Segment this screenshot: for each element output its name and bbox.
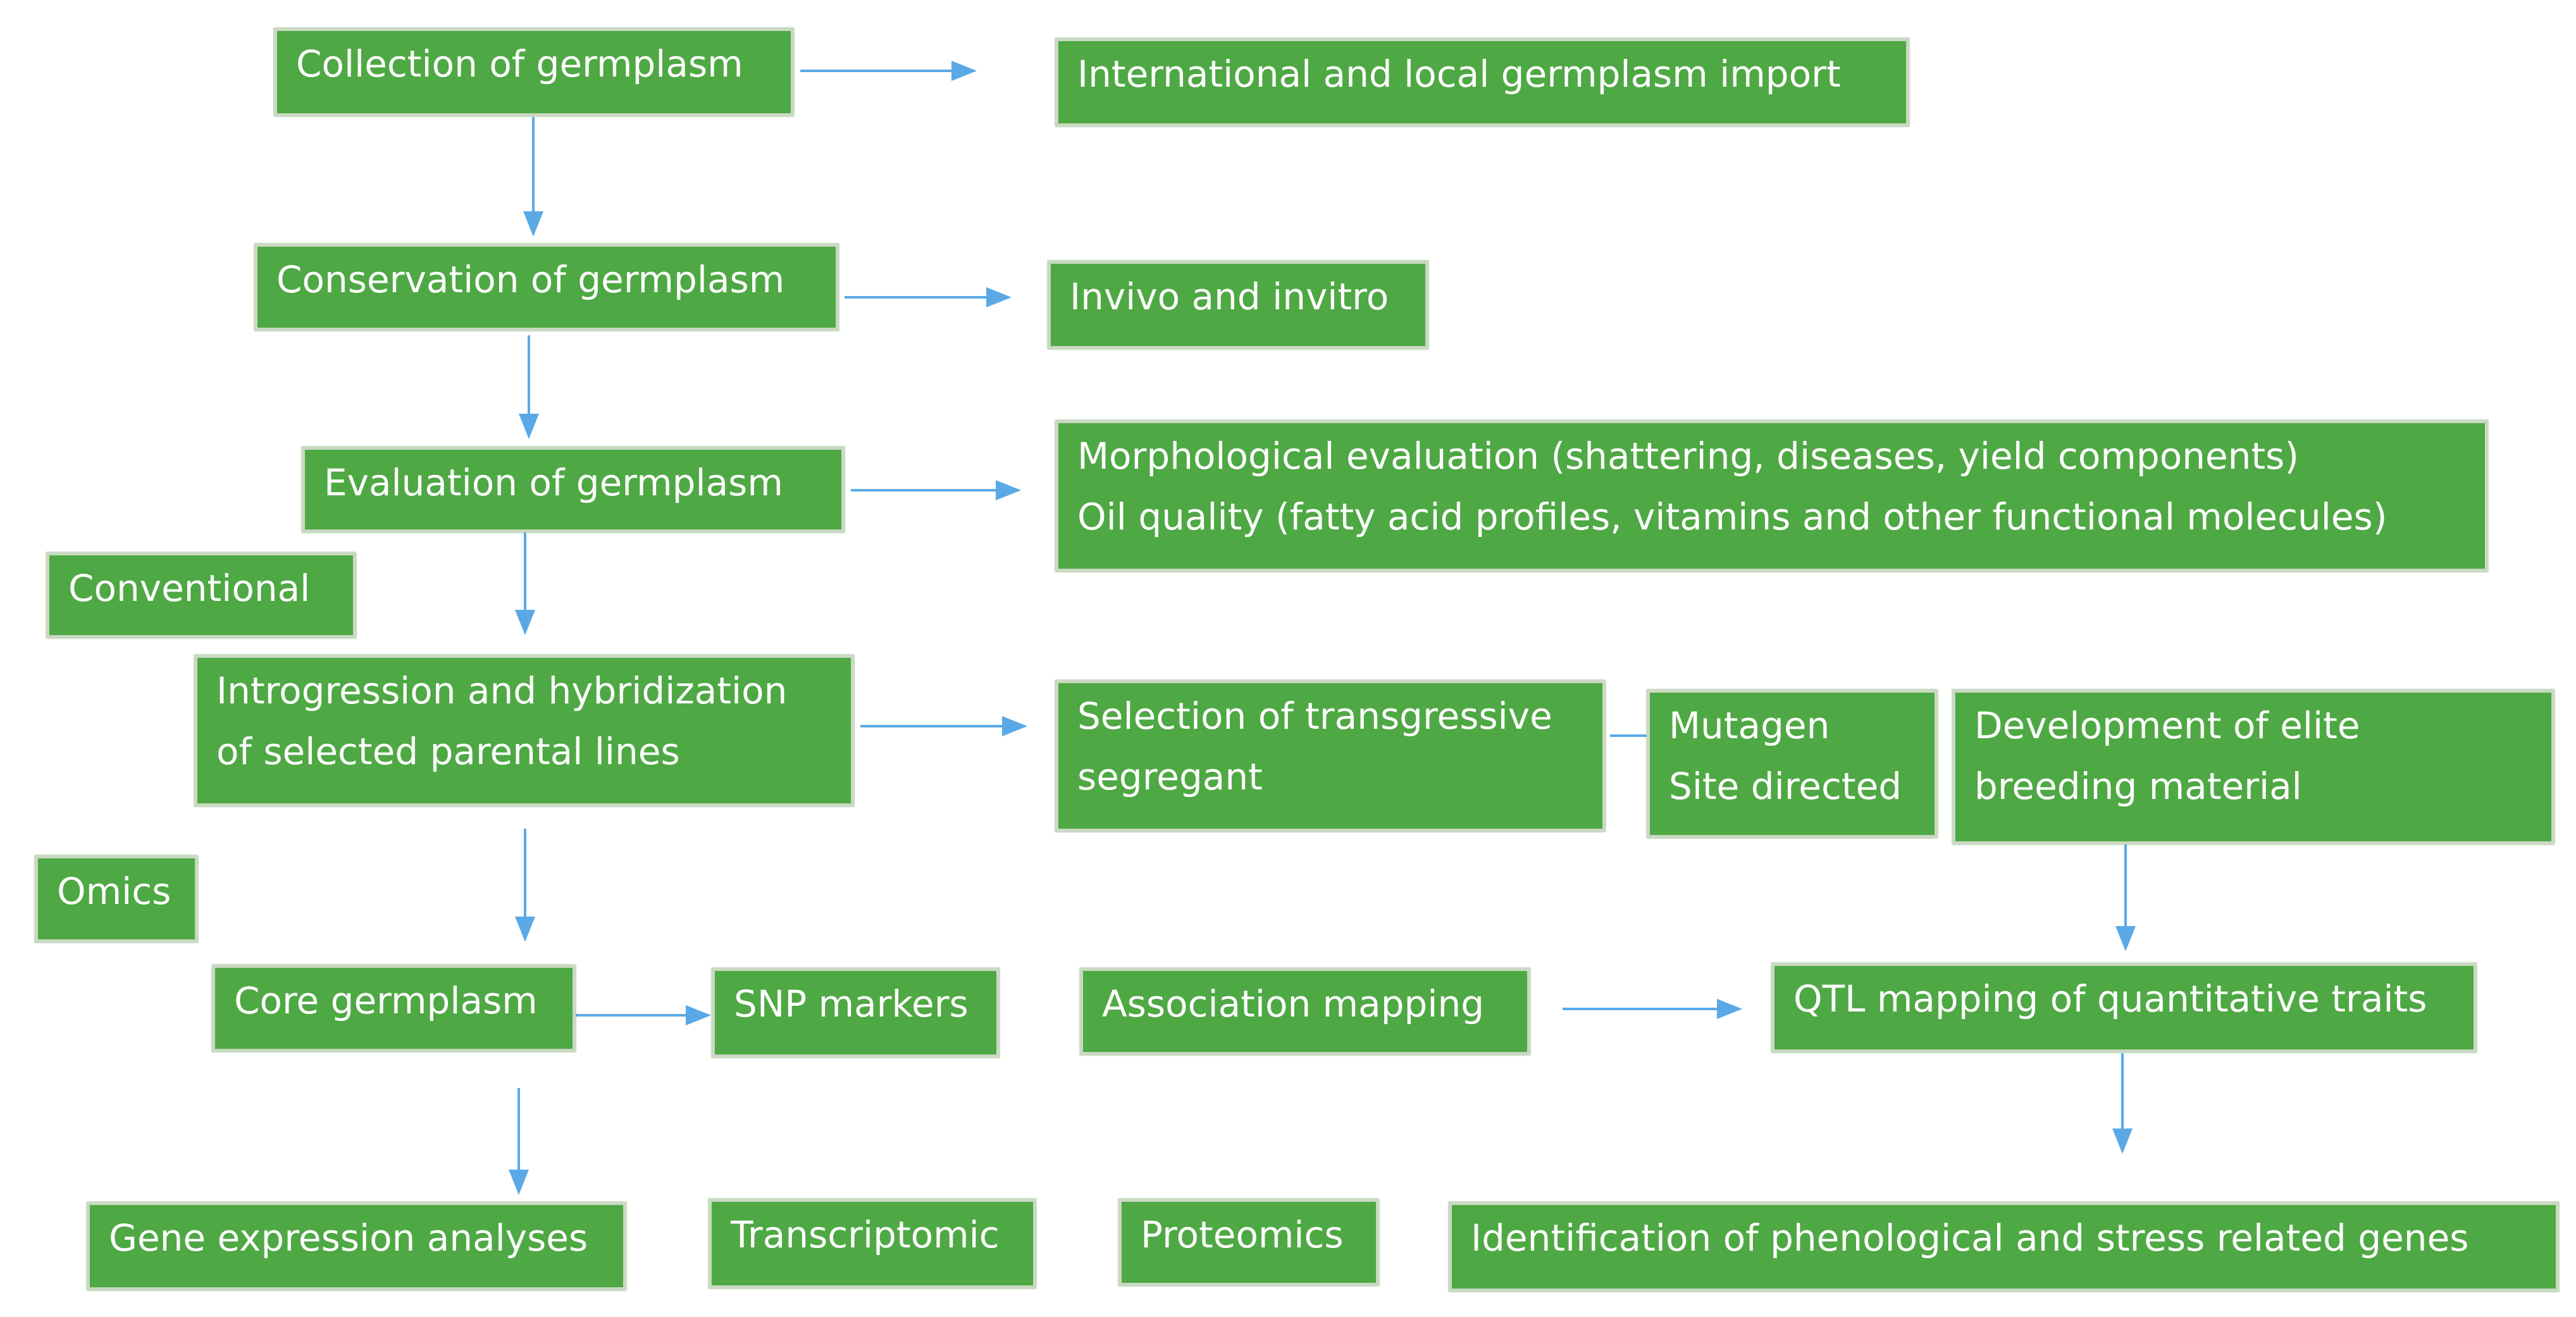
snp-box: SNP markers [712, 968, 1000, 1058]
omics-label: Omics [57, 870, 171, 913]
introgression-box: Introgression and hybridization of selec… [194, 655, 854, 807]
elite-line-2: breeding material [1974, 765, 2302, 808]
transcriptomic-box: Transcriptomic [709, 1199, 1036, 1289]
collection-label: Collection of germplasm [296, 42, 743, 85]
invivo-label: Invivo and invitro [1070, 275, 1389, 318]
collection-box: Collection of germplasm [274, 28, 794, 116]
mutagen-line-1: Mutagen [1669, 704, 1830, 747]
conservation-box: Conservation of germplasm [254, 244, 839, 331]
introgression-line-2: of selected parental lines [216, 730, 680, 773]
core-box: Core germplasm [212, 965, 576, 1052]
mutagen-box: Mutagen Site directed [1647, 689, 1938, 838]
selection-line-2: segregant [1077, 755, 1263, 798]
morphological-line-2: Oil quality (fatty acid profiles, vitami… [1077, 495, 2387, 538]
import-label: International and local germplasm import [1077, 53, 1841, 96]
conventional-label: Conventional [68, 567, 311, 610]
snp-label: SNP markers [734, 982, 969, 1025]
proteomics-box: Proteomics [1118, 1199, 1379, 1286]
identification-label: Identification of phenological and stres… [1471, 1216, 2469, 1259]
association-box: Association mapping [1080, 968, 1530, 1055]
selection-box: Selection of transgressive segregant [1055, 680, 1606, 832]
conventional-box: Conventional [46, 552, 356, 638]
elite-box: Development of elite breeding material [1952, 689, 2554, 844]
omics-box: Omics [35, 855, 198, 943]
evaluation-box: Evaluation of germplasm [302, 447, 845, 533]
proteomics-label: Proteomics [1141, 1213, 1344, 1256]
selection-line-1: Selection of transgressive [1077, 695, 1552, 738]
transcriptomic-label: Transcriptomic [731, 1213, 1000, 1256]
gene-expression-label: Gene expression analyses [109, 1216, 588, 1259]
evaluation-label: Evaluation of germplasm [324, 461, 783, 504]
identification-box: Identification of phenological and stres… [1449, 1202, 2559, 1292]
mutagen-line-2: Site directed [1669, 765, 1902, 808]
gene-expression-box: Gene expression analyses [87, 1202, 626, 1290]
association-label: Association mapping [1102, 982, 1485, 1025]
import-box: International and local germplasm import [1055, 38, 1909, 127]
introgression-line-1: Introgression and hybridization [216, 669, 788, 712]
conservation-label: Conservation of germplasm [276, 258, 785, 301]
qtl-label: QTL mapping of quantitative traits [1793, 977, 2427, 1020]
morphological-line-1: Morphological evaluation (shattering, di… [1077, 435, 2299, 478]
qtl-box: QTL mapping of quantitative traits [1771, 963, 2477, 1053]
morphological-box: Morphological evaluation (shattering, di… [1055, 420, 2488, 572]
elite-line-1: Development of elite [1974, 704, 2360, 747]
core-label: Core germplasm [234, 979, 538, 1022]
invivo-box: Invivo and invitro [1048, 261, 1428, 349]
